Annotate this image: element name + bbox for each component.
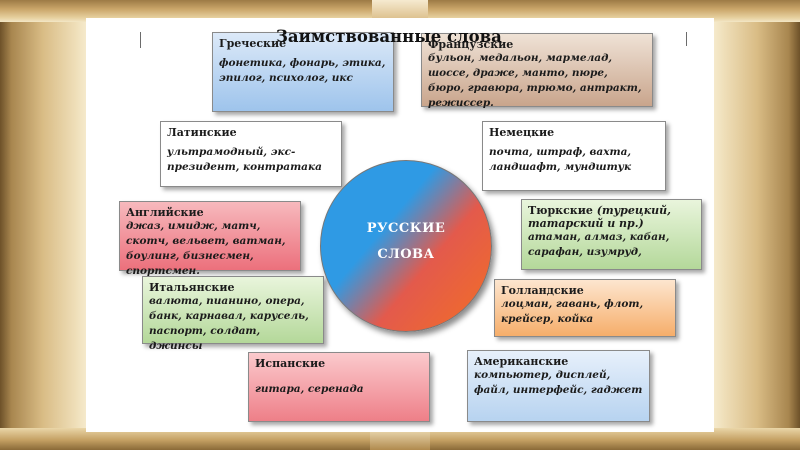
book-bottom-spine xyxy=(370,428,430,450)
box-latin-words: ультрамодный, экс-президент, контратака xyxy=(167,146,322,173)
center-circle: РУССКИЕ СЛОВА xyxy=(320,160,492,332)
box-greek-heading: Греческие xyxy=(219,37,287,50)
box-spanish: Испанские гитара, серенада xyxy=(248,352,430,422)
box-dutch-heading: Голландские xyxy=(501,284,584,297)
box-turkic-words: атаман, алмаз, кабан, сарафан, изумруд, xyxy=(528,231,670,258)
box-greek: Греческие фонетика, фонарь, этика, эпило… xyxy=(212,32,394,112)
box-english-words: джаз, имидж, матч, скотч, вельвет, ватма… xyxy=(126,220,286,277)
box-american: Американские компьютер, дисплей, файл, и… xyxy=(467,350,650,422)
box-italian: Итальянские валюта, пианино, опера, банк… xyxy=(142,276,324,352)
box-french-words: бульон, медальон, мармелад, шоссе, драже… xyxy=(428,52,642,109)
book-bottom-edge xyxy=(0,428,800,450)
box-turkic: Тюркские (турецкий, татарский и пр.) ата… xyxy=(521,199,702,270)
page-mark-right xyxy=(686,32,687,46)
book-top-edge xyxy=(0,0,800,22)
box-latin: Латинские ультрамодный, экс-президент, к… xyxy=(160,121,342,187)
box-english: Английские джаз, имидж, матч, скотч, вел… xyxy=(119,201,301,277)
book-left-edge xyxy=(0,0,95,450)
box-latin-heading: Латинские xyxy=(167,126,237,139)
box-american-heading: Американские xyxy=(474,355,569,368)
box-turkic-heading-extra: (турецкий, татарский и пр.) xyxy=(528,204,671,230)
box-american-words: компьютер, дисплей, файл, интерфейс, гад… xyxy=(474,369,643,396)
box-german-words: почта, штраф, вахта, ландшафт, мундштук xyxy=(489,146,632,173)
box-dutch-words: лоцман, гавань, флот, крейсер, койка xyxy=(501,298,644,325)
book-right-edge xyxy=(705,0,800,450)
book-top-spine xyxy=(372,0,428,22)
box-italian-heading: Итальянские xyxy=(149,281,235,294)
box-english-heading: Английские xyxy=(126,206,204,219)
box-french-heading: Французские xyxy=(428,38,514,51)
box-german: Немецкие почта, штраф, вахта, ландшафт, … xyxy=(482,121,666,191)
box-spanish-words: гитара, серенада xyxy=(255,383,364,395)
page-title: Заимствованные слова xyxy=(276,27,502,46)
box-french: Французские бульон, медальон, мармелад, … xyxy=(421,33,653,109)
box-german-heading: Немецкие xyxy=(489,126,555,139)
box-greek-words: фонетика, фонарь, этика, эпилог, психоло… xyxy=(219,57,386,84)
box-spanish-heading: Испанские xyxy=(255,357,326,370)
page-mark-left xyxy=(140,32,141,48)
box-dutch: Голландские лоцман, гавань, флот, крейсе… xyxy=(494,279,676,337)
box-turkic-heading: Тюркские (турецкий, татарский и пр.) xyxy=(528,204,695,230)
box-turkic-heading-main: Тюркские xyxy=(528,204,593,217)
center-circle-line2: СЛОВА xyxy=(377,247,435,262)
box-italian-words: валюта, пианино, опера, банк, карнавал, … xyxy=(149,295,309,352)
center-circle-line1: РУССКИЕ xyxy=(366,221,446,236)
